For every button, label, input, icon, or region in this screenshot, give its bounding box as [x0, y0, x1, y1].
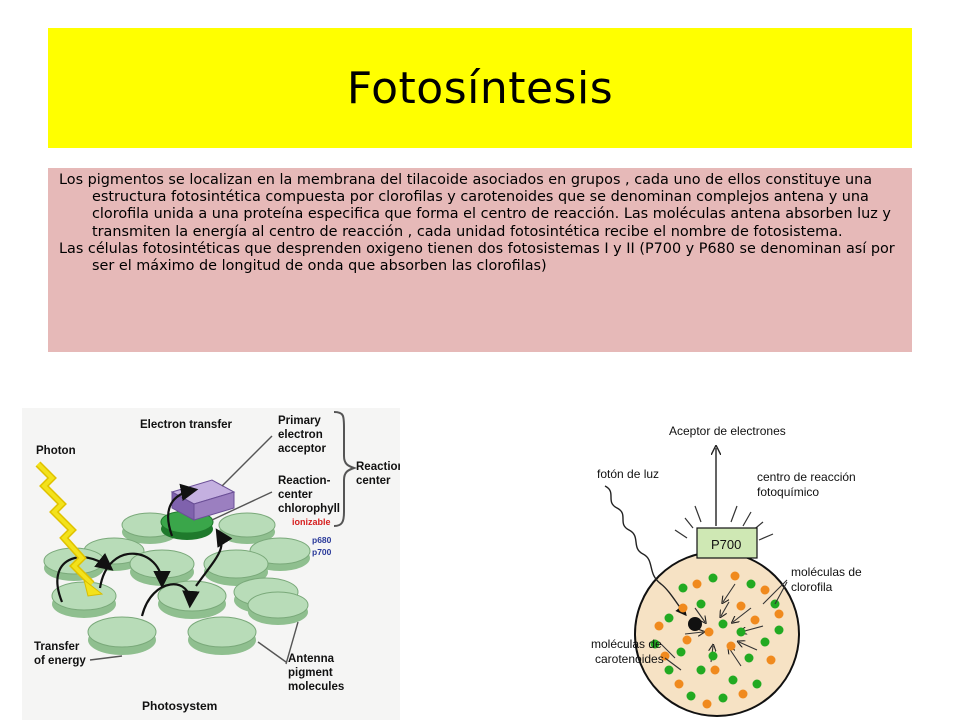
disc — [187, 616, 257, 655]
leader-lines — [89, 435, 299, 665]
label-p700: p700 — [312, 547, 332, 557]
reaction-center-bracket — [333, 411, 358, 527]
slide-title: Fotosíntesis — [346, 62, 614, 114]
text-box: Los pigmentos se localizan en la membran… — [48, 168, 912, 352]
disc — [247, 591, 309, 625]
photon-zigzag — [35, 461, 104, 597]
label-clorofila-1: moléculas de — [791, 565, 862, 579]
p700-diagram: P700 — [565, 408, 865, 720]
label-clorofila-2: clorofila — [791, 580, 833, 594]
label-primary-2: electron — [278, 429, 323, 441]
p700-box — [696, 527, 758, 559]
label-antenna-3: molecules — [288, 681, 344, 693]
label-carot-2: carotenoides — [595, 652, 664, 666]
label-primary-3: acceptor — [278, 443, 326, 455]
reaction-center-dot — [688, 617, 702, 631]
label-primary-1: Primary — [278, 415, 321, 427]
disc — [51, 581, 117, 618]
paragraph-pigments: Los pigmentos se localizan en la membran… — [59, 172, 891, 240]
disc — [87, 616, 157, 655]
photon-wave — [604, 485, 687, 617]
label-rc-chl-2: center — [278, 489, 313, 501]
photosystem-diagram: Electron transfer Photon Primary electro… — [22, 408, 405, 720]
chlorophyll-dots — [650, 573, 784, 703]
p700-leader-lines — [660, 579, 788, 671]
label-foton: fotón de luz — [597, 467, 659, 481]
disc — [218, 512, 276, 544]
carotenoid-dots — [654, 571, 784, 709]
paragraph-photosystems: Las células fotosintéticas que desprende… — [59, 240, 895, 275]
label-carot-1: moléculas de — [591, 637, 662, 651]
label-antenna-1: Antenna — [288, 653, 335, 665]
label-transfer-1: Transfer — [34, 641, 80, 653]
label-aceptor: Aceptor de electrones — [669, 424, 786, 438]
title-banner: Fotosíntesis — [48, 28, 912, 148]
label-centro-1: centro de reacción — [757, 470, 856, 484]
label-electron-transfer: Electron transfer — [140, 419, 233, 431]
label-reaction-center-2: center — [356, 475, 391, 487]
label-ionizable: ionizable — [292, 517, 331, 527]
p700-svg: P700 — [591, 424, 862, 717]
label-reaction-center-1: Reaction — [356, 461, 400, 473]
label-rc-chl-3: chlorophyll — [278, 503, 340, 515]
label-transfer-2: of energy — [34, 655, 86, 667]
energy-arrows — [56, 483, 233, 617]
label-photosystem: Photosystem — [142, 699, 217, 713]
label-centro-2: fotoquímico — [757, 485, 819, 499]
label-p700-box: P700 — [711, 537, 741, 552]
label-antenna-2: pigment — [288, 667, 333, 679]
photosystem-svg: Electron transfer Photon Primary electro… — [34, 411, 405, 713]
label-p680: p680 — [312, 535, 332, 545]
label-photon: Photon — [36, 445, 76, 457]
disc — [157, 580, 227, 619]
label-rc-chl-1: Reaction- — [278, 475, 331, 487]
